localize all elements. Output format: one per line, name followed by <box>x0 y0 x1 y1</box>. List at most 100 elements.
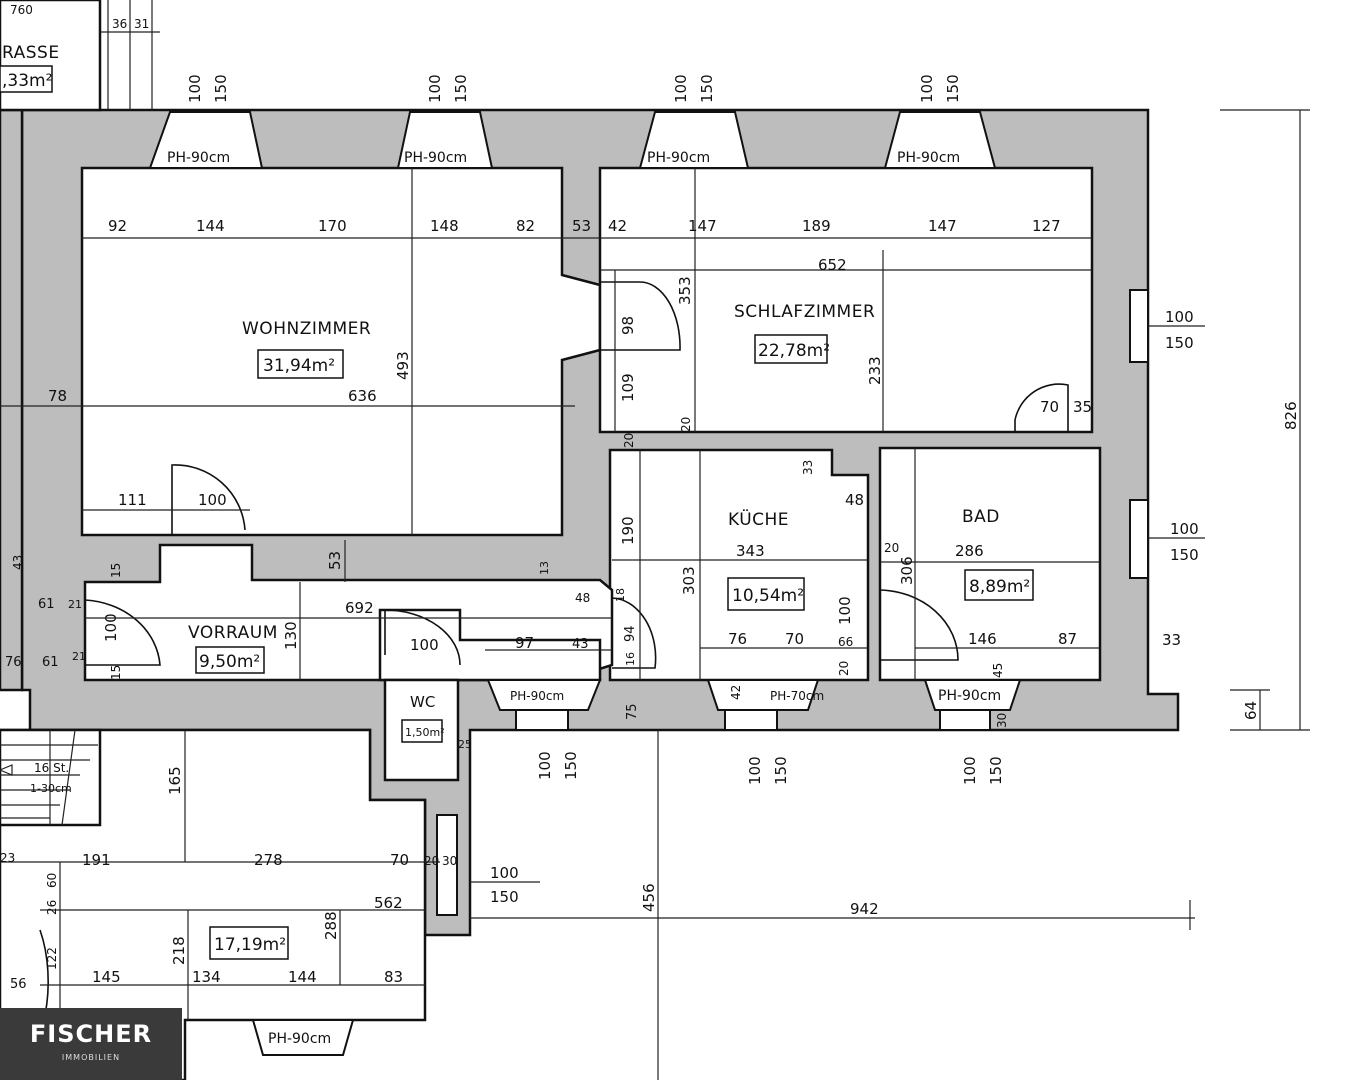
dim-l-83: 83 <box>384 968 403 986</box>
dim-c-94: 94 <box>623 625 638 642</box>
dim-l-134: 134 <box>192 968 221 986</box>
dim-top-760: 760 <box>10 3 33 17</box>
win-w-10: 100 <box>490 864 519 882</box>
dim-wz-82: 82 <box>516 217 535 235</box>
dim-v-130: 130 <box>282 621 300 650</box>
dim-bad-146: 146 <box>968 630 997 648</box>
vorraum-area-box <box>195 646 265 674</box>
dim-l-30: 30 <box>442 854 457 868</box>
dim-wz-636: 636 <box>348 387 377 405</box>
win-h-8: 150 <box>772 756 790 785</box>
dim-top-31: 31 <box>134 17 149 31</box>
sill-label-5: PH-90cm <box>510 689 564 703</box>
dim-c-18: 18 <box>614 588 627 602</box>
dim-k-76: 76 <box>728 630 747 648</box>
win-w-4: 100 <box>918 74 936 103</box>
dim-k-66: 66 <box>838 635 853 649</box>
dim-k-303: 303 <box>680 566 698 595</box>
dim-wall-20c: 20 <box>884 541 899 555</box>
win-h-7: 150 <box>562 751 580 780</box>
schlafzimmer-area: 22,78m² <box>758 341 830 361</box>
logo-sub: IMMOBILIEN <box>61 1053 121 1062</box>
corridor-wc-front <box>378 608 602 682</box>
win-h-10: 150 <box>490 888 519 906</box>
dim-v-21a: 21 <box>68 598 82 611</box>
dim-l-122: 122 <box>45 947 59 970</box>
dim-bad-286: 286 <box>955 542 984 560</box>
win-h-3: 150 <box>698 74 716 103</box>
dim-sz-147a: 147 <box>688 217 717 235</box>
stairs-steps: 16 St. <box>34 761 69 775</box>
wc-label: WC <box>410 693 435 711</box>
win-h-2: 150 <box>452 74 470 103</box>
wc-area: 1,50m² <box>405 726 445 739</box>
dim-sz-109: 109 <box>619 373 637 402</box>
stairs-size: 1-30cm <box>30 782 72 795</box>
dim-k-343: 343 <box>736 542 765 560</box>
dim-wall-53: 53 <box>326 551 344 570</box>
sill-label-3: PH-90cm <box>647 150 710 166</box>
dim-bad-45: 45 <box>991 663 1005 678</box>
dim-l-191: 191 <box>82 851 111 869</box>
dim-l-278: 278 <box>254 851 283 869</box>
dim-l-20: 20 <box>424 854 439 868</box>
win-h-9: 150 <box>987 756 1005 785</box>
kueche-label: KÜCHE <box>728 508 789 530</box>
sill-label-6: PH-70cm <box>770 689 824 703</box>
win-w-3: 100 <box>672 74 690 103</box>
dim-wz-100: 100 <box>198 491 227 509</box>
sill-label-1: PH-90cm <box>167 150 230 166</box>
dim-sz-233: 233 <box>866 356 884 385</box>
window-niches <box>148 111 1149 1056</box>
dim-k-42: 42 <box>729 685 743 700</box>
dim-wc-100: 100 <box>410 636 439 654</box>
bad-label: BAD <box>962 507 1000 527</box>
dim-sz-147b: 147 <box>928 217 957 235</box>
dim-l-218: 218 <box>170 936 188 965</box>
win-w-7: 100 <box>536 751 554 780</box>
dim-sz-652: 652 <box>818 256 847 274</box>
win-w-5: 100 <box>1165 308 1194 326</box>
dim-bad-87: 87 <box>1058 630 1077 648</box>
dim-c-13: 13 <box>538 561 551 575</box>
win-w-2: 100 <box>426 74 444 103</box>
dim-c-43: 43 <box>572 637 589 652</box>
dim-v-15a: 15 <box>109 563 123 578</box>
dim-wall-20b: 20 <box>622 433 636 448</box>
win-h-5: 150 <box>1165 334 1194 352</box>
wohnzimmer-label: WOHNZIMMER <box>242 319 371 339</box>
dim-k-33: 33 <box>801 460 815 475</box>
win-h-6: 150 <box>1170 546 1199 564</box>
dim-ext-456: 456 <box>640 883 658 912</box>
left-wall-strip <box>0 108 24 692</box>
win-w-8: 100 <box>746 756 764 785</box>
lower-room-area-box <box>209 926 289 960</box>
dim-c-16: 16 <box>624 652 637 666</box>
dim-wz-92: 92 <box>108 217 127 235</box>
dim-ext-64: 64 <box>1242 701 1260 720</box>
dim-wz-493: 493 <box>394 351 412 380</box>
sill-label-7: PH-90cm <box>938 688 1001 704</box>
dim-c-75: 75 <box>625 703 640 720</box>
dim-top-36: 36 <box>112 17 127 31</box>
win-h-1: 150 <box>212 74 230 103</box>
win-w-6: 100 <box>1170 520 1199 538</box>
win-w-9: 100 <box>961 756 979 785</box>
bad-area: 8,89m² <box>969 577 1030 597</box>
dim-k-20: 20 <box>837 661 851 676</box>
stairs <box>0 729 98 826</box>
terrasse-label: RASSE <box>2 43 60 63</box>
dim-sz-353: 353 <box>676 276 694 305</box>
dim-bad-30: 30 <box>995 713 1009 728</box>
dim-l-145: 145 <box>92 968 121 986</box>
dim-v-43: 43 <box>11 555 25 570</box>
vorraum-label: VORRAUM <box>188 623 278 643</box>
dim-sz-35: 35 <box>1073 398 1092 416</box>
dim-sz-189: 189 <box>802 217 831 235</box>
dim-l-26: 26 <box>45 900 59 915</box>
dim-l-562: 562 <box>374 894 403 912</box>
dim-sz-98: 98 <box>619 316 637 335</box>
logo-brand: FISCHER <box>29 1020 153 1048</box>
bad-area-box <box>964 569 1034 601</box>
dim-bad-306: 306 <box>898 556 916 585</box>
